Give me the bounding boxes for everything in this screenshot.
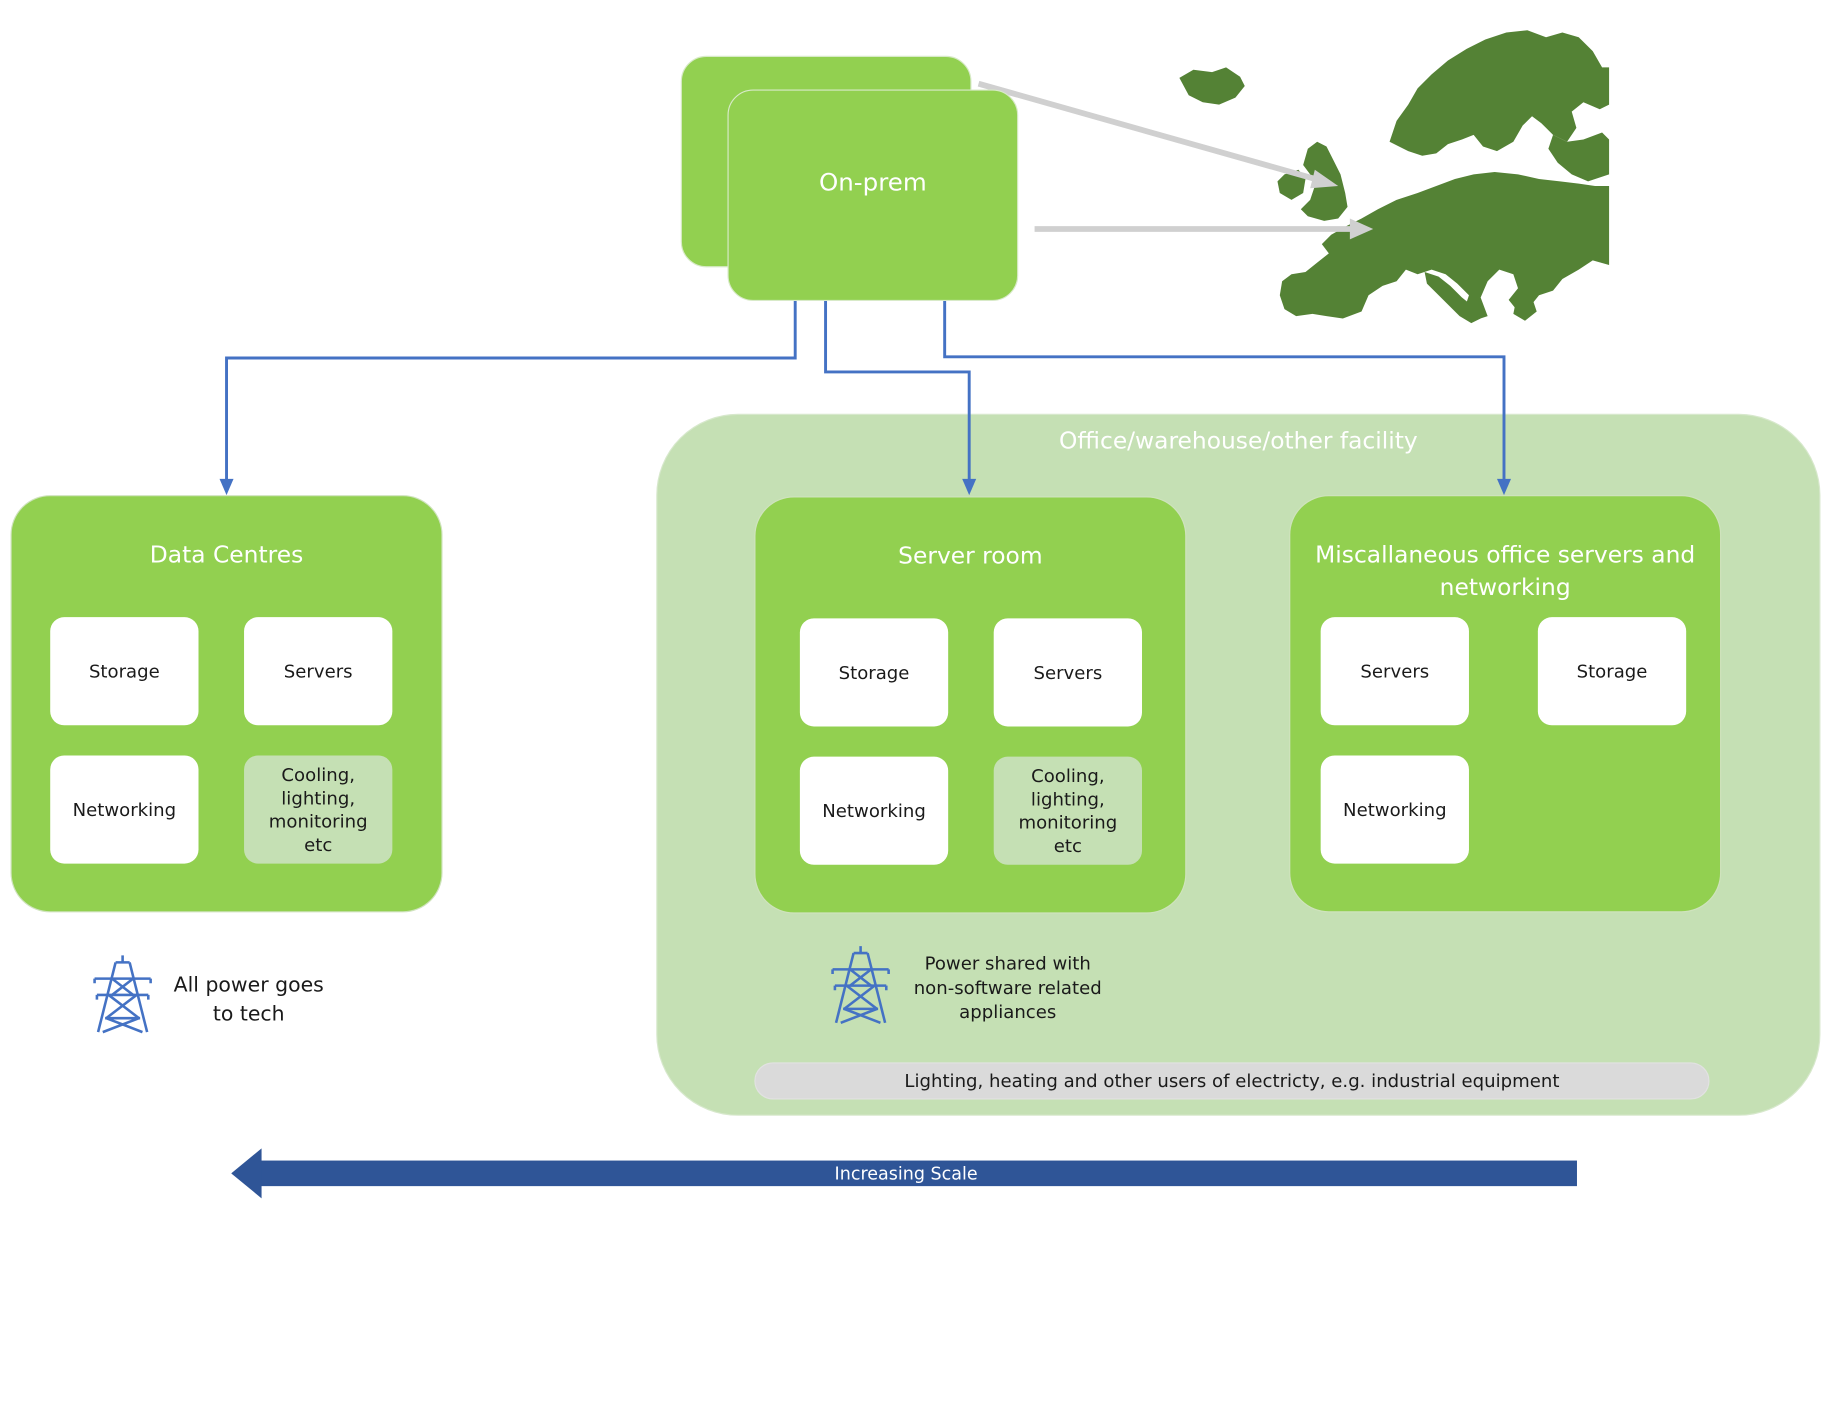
increasing-scale-label: Increasing Scale xyxy=(834,1163,978,1185)
misc-storage-tile: Storage xyxy=(1537,617,1687,726)
increasing-scale-arrow xyxy=(231,1148,1577,1199)
server-room-storage-tile: Storage xyxy=(799,618,949,727)
power-pylon-icon xyxy=(93,955,152,1034)
server-room-networking-tile: Networking xyxy=(799,756,949,865)
server-room-servers-tile: Servers xyxy=(993,618,1143,727)
facility-title: Office/warehouse/other facility xyxy=(1059,426,1418,455)
onprem-box: On-prem xyxy=(727,89,1019,302)
misc-servers-title: Miscallaneous office servers and network… xyxy=(1315,540,1696,601)
datacentre-power-note: All power goes to tech xyxy=(173,974,324,1027)
shared-electricity-bar: Lighting, heating and other users of ele… xyxy=(754,1062,1710,1100)
data-centres-box: Data Centres Storage Servers Networking … xyxy=(10,495,443,913)
power-pylon-icon xyxy=(831,946,890,1025)
facility-power-note: Power shared with non-software related a… xyxy=(913,953,1102,1023)
data-centres-servers-tile: Servers xyxy=(244,617,393,726)
misc-servers-tile: Servers xyxy=(1320,617,1469,726)
onprem-to-europe-arrows xyxy=(977,80,1374,240)
server-room-box: Server room Storage Servers Networking C… xyxy=(754,496,1187,914)
server-room-title: Server room xyxy=(898,541,1043,570)
data-centres-title: Data Centres xyxy=(149,540,304,569)
misc-networking-tile: Networking xyxy=(1320,755,1469,864)
data-centres-storage-tile: Storage xyxy=(50,617,199,726)
onprem-label: On-prem xyxy=(818,168,927,197)
data-centres-networking-tile: Networking xyxy=(50,755,199,864)
data-centres-cooling-tile: Cooling, lighting, monitoring etc xyxy=(244,755,393,864)
server-room-cooling-tile: Cooling, lighting, monitoring etc xyxy=(993,756,1143,865)
europe-map xyxy=(1179,30,1610,324)
misc-servers-box: Miscallaneous office servers and network… xyxy=(1289,495,1722,913)
